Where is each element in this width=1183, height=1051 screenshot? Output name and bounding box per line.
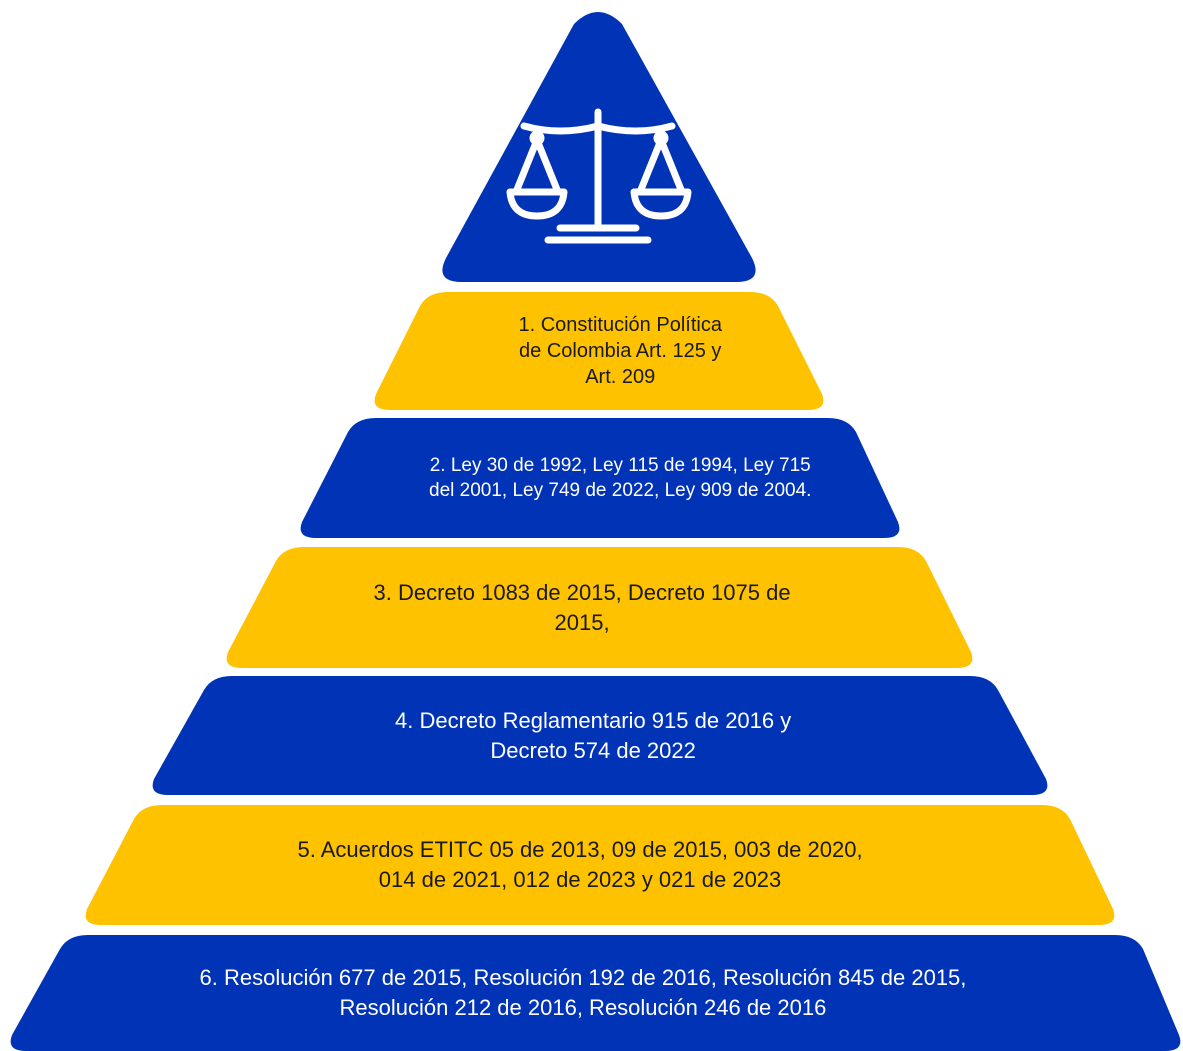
tier-label-line: 6. Resolución 677 de 2015, Resolución 19… [199, 965, 967, 990]
pyramid-tier-6 [10, 935, 1181, 1051]
tier-label-line: 014 de 2021, 012 de 2023 y 021 de 2023 [378, 867, 782, 892]
tier-label-4: 4. Decreto Reglamentario 915 de 2016 y De… [395, 706, 791, 766]
tier-label-2: 2. Ley 30 de 1992, Ley 115 de 1994, Ley … [429, 453, 811, 503]
tier-label-1: 1. Constitución Política de Colombia Art.… [519, 312, 722, 390]
tier-label-line: 1. Constitución Política [518, 314, 722, 336]
tier-label-line: Resolución 212 de 2016, Resolución 246 d… [339, 995, 827, 1020]
pyramid-tier-3 [226, 547, 973, 668]
tier-label-6: 6. Resolución 677 de 2015, Resolución 19… [200, 963, 967, 1023]
tier-label-line: Decreto 574 de 2022 [490, 737, 696, 763]
tier-label-line: 2. Ley 30 de 1992, Ley 115 de 1994, Ley … [429, 455, 811, 476]
tier-label-line: 4. Decreto Reglamentario 915 de 2016 y [395, 707, 792, 733]
tier-label-line: 5. Acuerdos ETITC 05 de 2013, 09 de 2015… [297, 837, 863, 862]
pyramid-tier-2 [300, 418, 900, 538]
pyramid-tier-1 [374, 292, 824, 410]
pyramid-tier-5 [85, 805, 1115, 925]
pyramid-tier-4 [152, 676, 1048, 795]
tier-label-line: 3. Decreto 1083 de 2015, Decreto 1075 de [373, 579, 791, 605]
tier-label-line: Art. 209 [585, 366, 656, 388]
tier-label-5: 5. Acuerdos ETITC 05 de 2013, 09 de 2015… [298, 835, 863, 895]
scales-of-justice-icon [506, 108, 692, 244]
tier-label-3: 3. Decreto 1083 de 2015, Decreto 1075 de… [374, 578, 791, 638]
tier-label-line: 2015, [554, 609, 610, 635]
tier-label-line: de Colombia Art. 125 y [519, 340, 722, 362]
tier-label-line: del 2001, Ley 749 de 2022, Ley 909 de 20… [429, 480, 812, 501]
